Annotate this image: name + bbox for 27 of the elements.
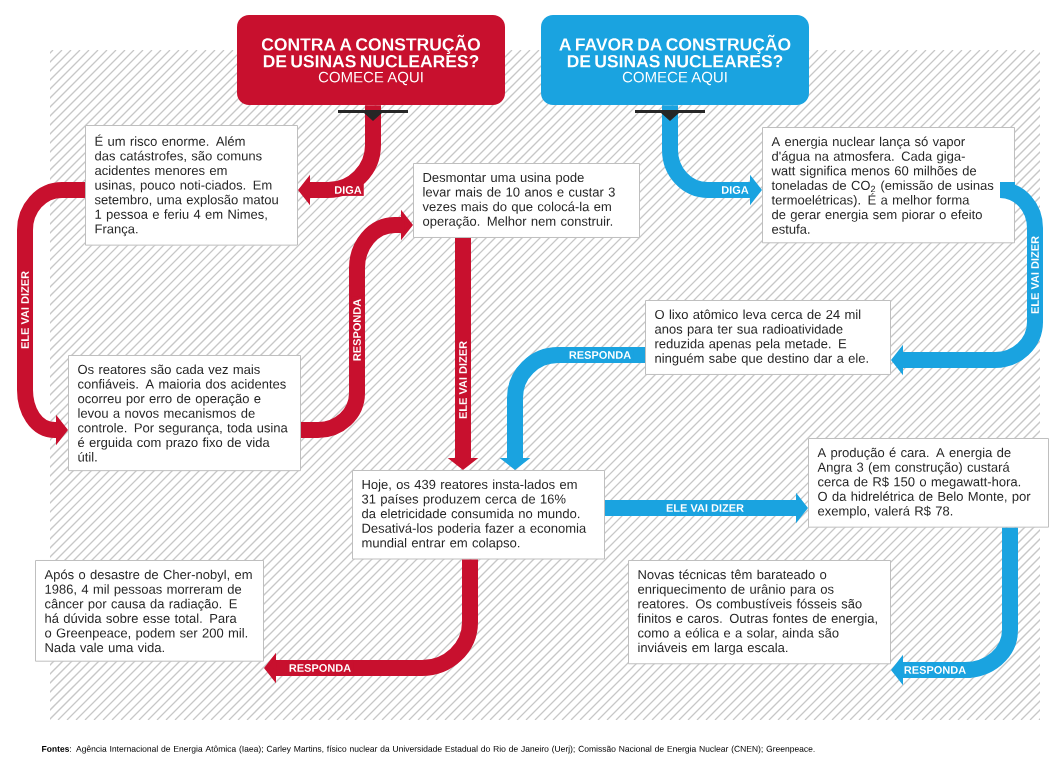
- ribbon-arrow: [891, 527, 1018, 686]
- text-box: Os reatores são cada vez mais confiáveis. A maioria dos acidentes ocorreu por erro de operação e levou a novos mecanismos de controle. Por segurança, toda usina é erguida com prazo fixo de vida útil.: [68, 355, 301, 472]
- question-box: A FAVOR DA CONSTRUÇÃO DE USINAS NUCLEARES? COMECE AQUI: [541, 15, 809, 105]
- edge-label: RESPONDA: [901, 664, 969, 676]
- edge-label: RESPONDA: [566, 349, 634, 361]
- ribbon-arrow: [298, 105, 381, 206]
- edge-label: DIGA: [719, 184, 751, 196]
- ribbon-arrow: [891, 182, 1043, 376]
- text-box: Após o desastre de Cher-nobyl, em 1986, 4 mil pessoas morreram de câncer por causa da radiação. E há dúvida sobre esse total. Para o Greenpeace, podem ser 200 mil. Nada vale uma vida.: [35, 560, 264, 662]
- edge-label: RESPONDA: [351, 296, 363, 364]
- text-box: O lixo atômico leva cerca de 24 mil anos para ter sua radioatividade reduzida apenas pela metade. E ninguém sabe que destino dar a ele.: [645, 300, 891, 375]
- edge-label: ELE VAI DIZER: [19, 269, 31, 351]
- edge-label: DIGA: [332, 184, 364, 196]
- caption: Fontes: Agência Internacional de Energia Atômica (Iaea); Carley Martins, físico nuclear da Universidade Estadual do Rio de Janeiro (Uerj); Comissão Nacional de Energia Nuclear (CNEN); Greenpeace.: [42, 745, 815, 754]
- question-box: CONTRA A CONSTRUÇÃO DE USINAS NUCLEARES? COMECE AQUI: [237, 15, 505, 105]
- text-box: É um risco enorme. Além das catástrofes, são comuns acidentes menores em usinas, pouco noti-ciados. Em setembro, uma explosão matou 1 pessoa e feriu 4 em Nimes, França.: [85, 125, 298, 246]
- text-box: A energia nuclear lança só vapor d'água na atmosfera. Cada giga-watt significa menos 60 milhões de toneladas de CO$_{2}$ (emissão de usinas termoelétricas). É a melhor forma de gerar energia sem piorar o efeito estufa.: [762, 127, 1015, 244]
- edge-label: ELE VAI DIZER: [1029, 234, 1041, 316]
- text-box: Hoje, os 439 reatores insta-lados em 31 países produzem cerca de 16% da eletricidade consumida no mundo. Desativá-los poderia fazer a economia mundial entrar em colapso.: [352, 470, 605, 560]
- text-box: Desmontar uma usina pode levar mais de 10 anos e custar 3 vezes mais do que colocá-la em operação. Melhor nem construir.: [413, 163, 640, 238]
- edge-label: ELE VAI DIZER: [457, 339, 469, 421]
- text-box: A produção é cara. A energia de Angra 3 (em construção) custará cerca de R$ 150 o megawatt-hora. O da hidrelétrica de Belo Monte, por exemplo, valerá R$ 78.: [808, 438, 1049, 528]
- edge-label: RESPONDA: [286, 662, 354, 674]
- text-box: Novas técnicas têm barateado o enriquecimento de urânio para os reatores. Os combustíveis fósseis são finitos e caros. Outras fontes de energia, como a eólica e a solar, ainda são inviáveis em larga escala.: [628, 560, 891, 665]
- edge-label: ELE VAI DIZER: [664, 502, 746, 514]
- ribbon-arrow: [264, 559, 478, 684]
- ribbon-arrow: [301, 209, 413, 438]
